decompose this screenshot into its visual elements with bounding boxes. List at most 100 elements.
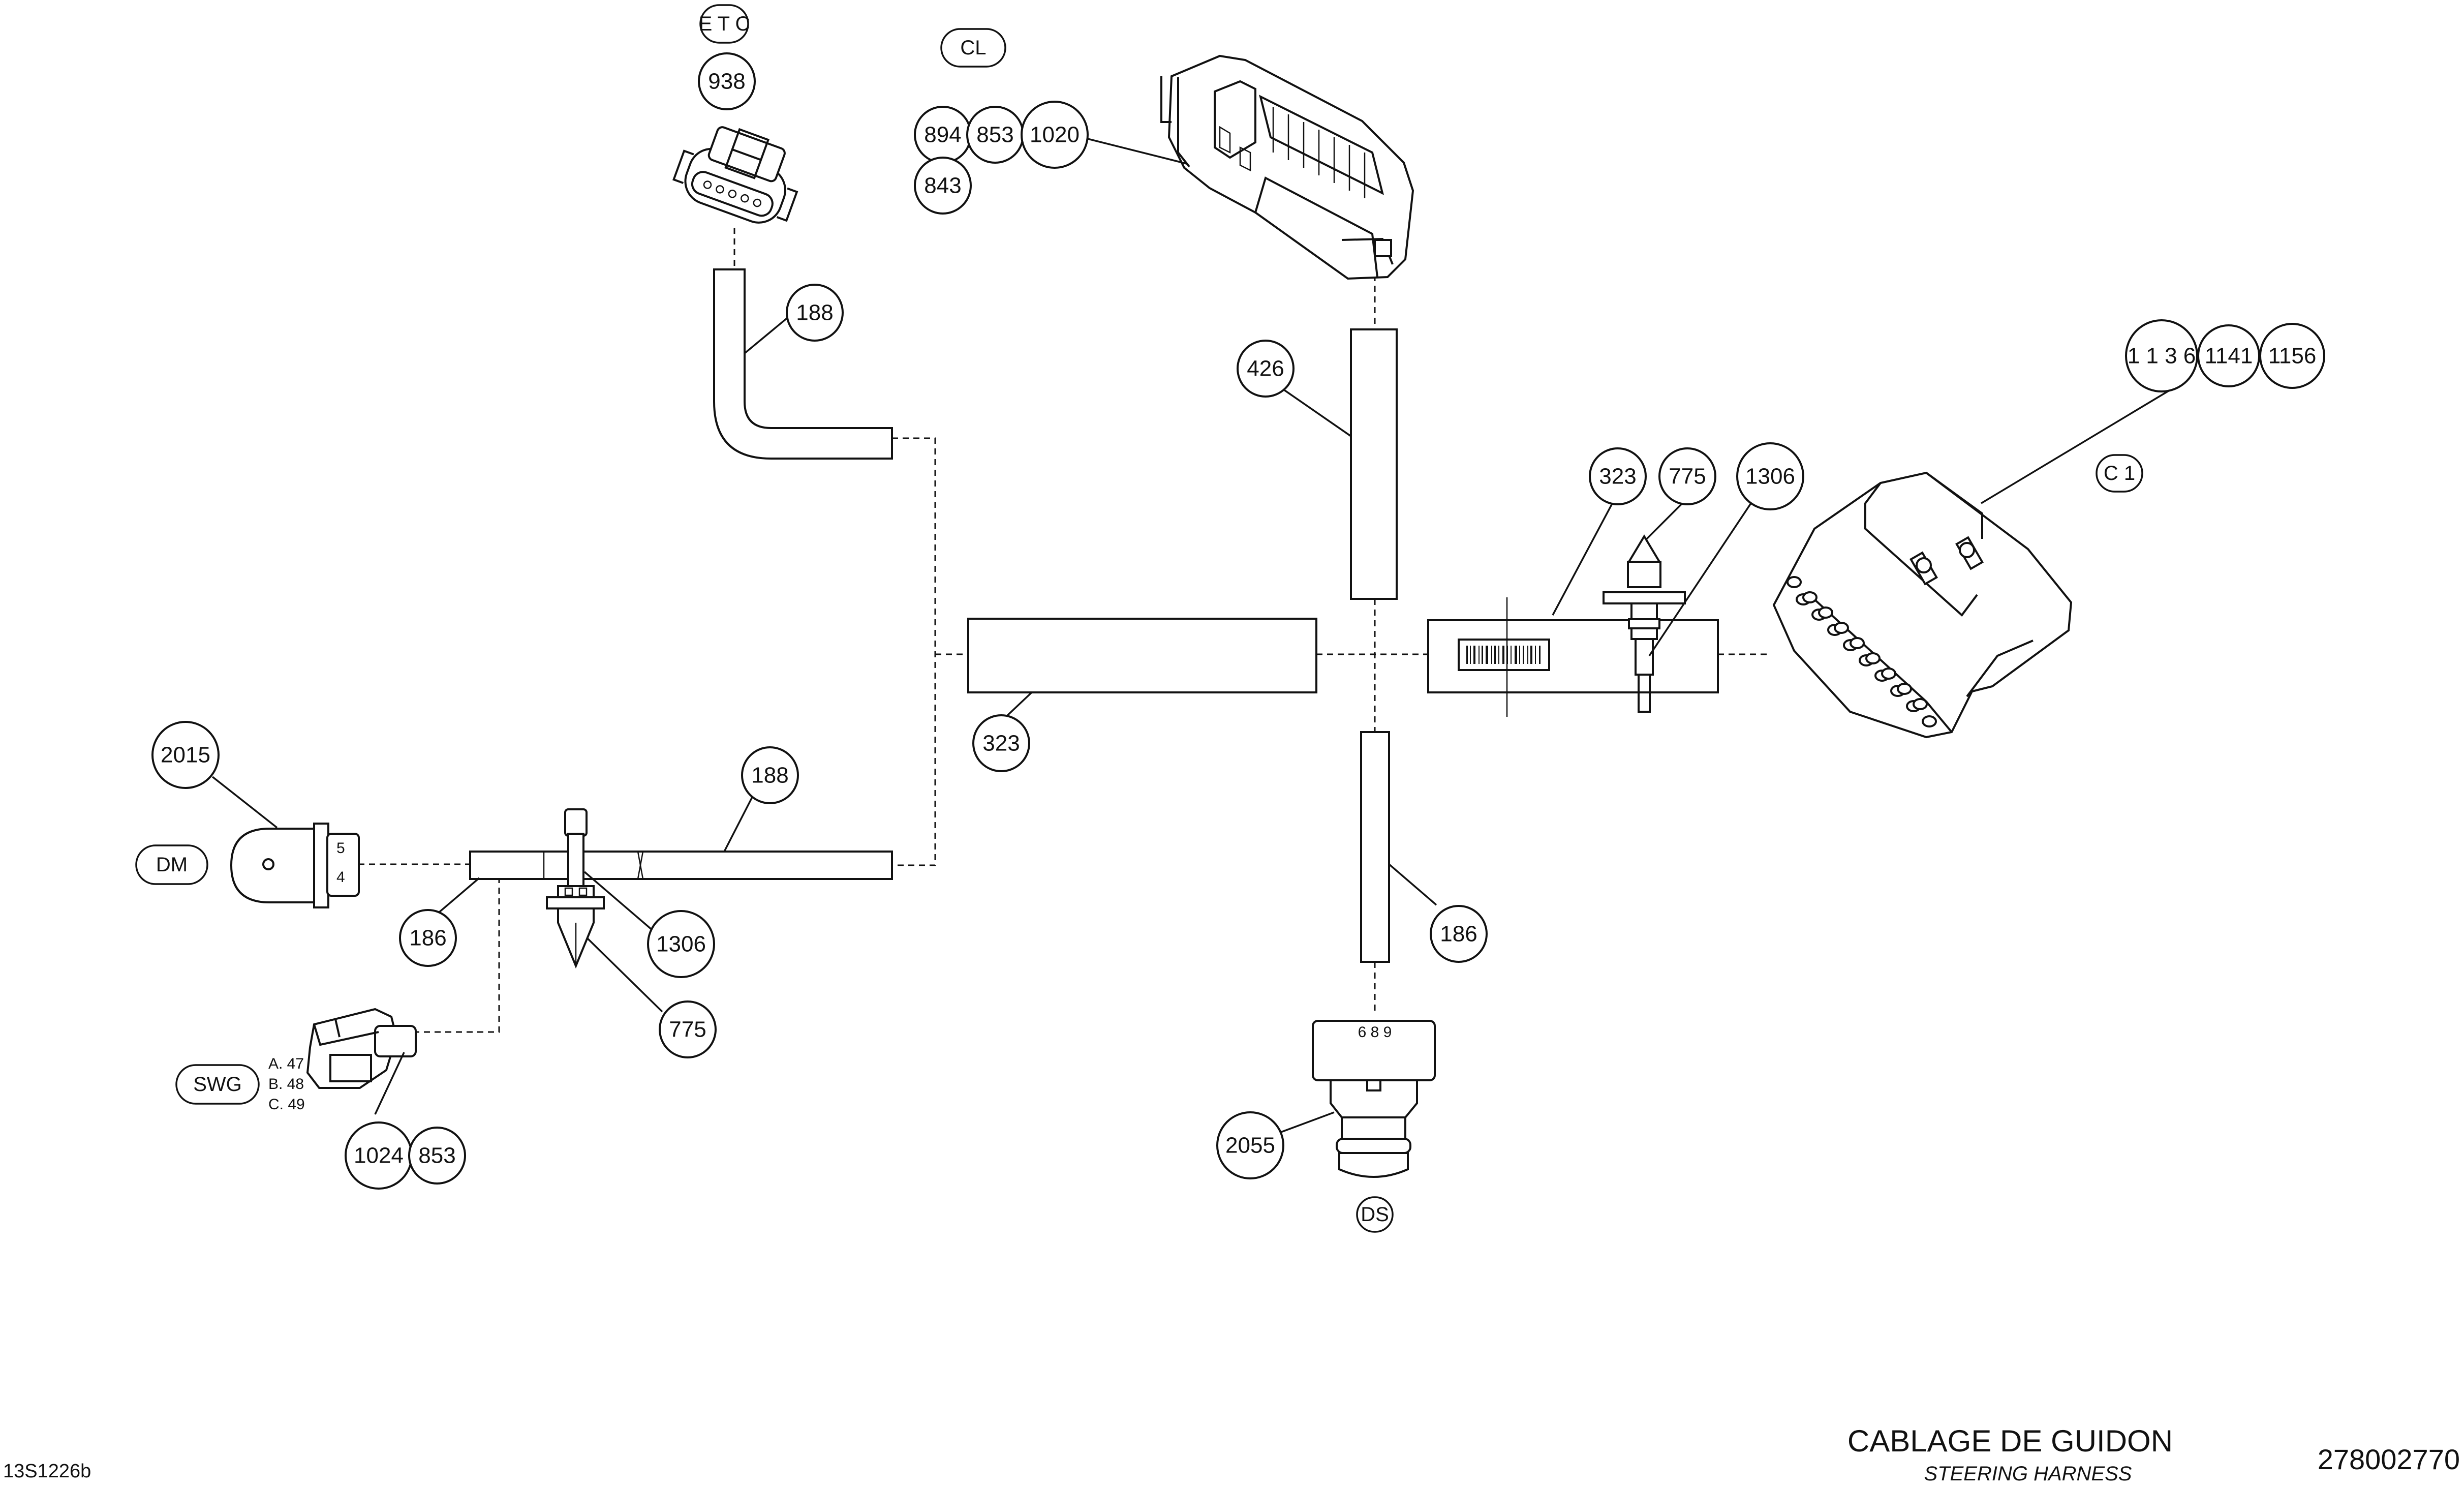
ds-sensor: 6 8 9 <box>1312 1020 1436 1178</box>
svg-text:1306: 1306 <box>1745 464 1795 489</box>
barcode-bar <box>1479 646 1480 664</box>
callout-853-upper: 853 <box>966 106 1024 164</box>
callout-894: 894 <box>914 106 972 164</box>
title-french: CABLAGE DE GUIDON <box>1847 1424 2173 1458</box>
c1-cavity <box>1897 683 1912 695</box>
svg-text:DM: DM <box>156 854 188 876</box>
barcode-bar <box>1523 646 1524 664</box>
callout-1306-right: 1306 <box>1736 442 1804 510</box>
callout-938: 938 <box>698 52 756 110</box>
svg-text:843: 843 <box>924 173 961 198</box>
leader-lines <box>211 135 2181 1135</box>
barcode-bar <box>1486 646 1488 664</box>
barcode-bar <box>1527 646 1528 664</box>
callout-1024: 1024 <box>345 1121 413 1190</box>
callout-2015: 2015 <box>151 721 220 789</box>
svg-text:2015: 2015 <box>161 743 210 768</box>
dm-connector: 5 4 <box>230 823 360 908</box>
svg-text:323: 323 <box>982 731 1020 756</box>
tag-dm: DM <box>135 844 208 885</box>
c1-cavity <box>1818 606 1833 619</box>
svg-text:323: 323 <box>1599 464 1636 489</box>
barcode-bar <box>1482 646 1483 664</box>
callout-323-center: 323 <box>972 714 1030 772</box>
barcode-bar <box>1491 646 1492 664</box>
tag-etc: E T C <box>699 4 750 44</box>
tube-188-upper <box>713 268 893 460</box>
swg-connector: A. 47 B. 48 C. 49 <box>268 1008 417 1113</box>
callout-323-right: 323 <box>1589 447 1647 505</box>
callout-775-right: 775 <box>1658 447 1716 505</box>
callout-843: 843 <box>914 157 972 215</box>
c1-cavity <box>1850 637 1865 649</box>
callout-1020: 1020 <box>1021 101 1089 169</box>
etc-connector <box>672 126 798 224</box>
callout-186-left: 186 <box>399 909 457 967</box>
svg-text:1024: 1024 <box>354 1143 404 1168</box>
c1-cavity <box>1834 622 1849 634</box>
drawing-code: 13S1226b <box>3 1461 91 1482</box>
svg-text:1141: 1141 <box>2205 344 2253 369</box>
main-trunk-323 <box>967 618 1317 693</box>
callout-188-left: 188 <box>741 746 799 804</box>
callout-426: 426 <box>1237 340 1295 398</box>
barcode-bar <box>1519 646 1520 664</box>
c1-cavity <box>1787 576 1802 588</box>
c1-cavity <box>1881 667 1896 680</box>
barcode-label <box>1458 597 1550 717</box>
svg-text:775: 775 <box>669 1017 706 1042</box>
c1-cavity <box>1922 715 1937 727</box>
c1-connector <box>1772 471 2073 739</box>
svg-text:1020: 1020 <box>1030 123 1080 147</box>
barcode-bar <box>1498 646 1499 664</box>
callout-775-left: 775 <box>659 1000 717 1058</box>
barcode-bar <box>1470 646 1471 664</box>
svg-text:C 1: C 1 <box>2104 462 2135 484</box>
barcode-bar <box>1511 646 1512 664</box>
svg-text:SWG: SWG <box>193 1073 242 1096</box>
tag-cl: CL <box>940 28 1006 68</box>
ds-pin-numbers: 6 8 9 <box>1358 1024 1392 1041</box>
callout-bubbles: 938 188 894 853 1020 843 426 323 775 130… <box>151 52 2325 1190</box>
svg-text:E T C: E T C <box>699 13 750 35</box>
callout-1141: 1141 <box>2197 324 2260 387</box>
svg-text:1 1 3 6: 1 1 3 6 <box>2128 344 2196 369</box>
barcode-bar <box>1466 646 1468 664</box>
swg-pin-a: A. 47 <box>268 1055 304 1072</box>
svg-text:894: 894 <box>924 123 961 147</box>
title-english: STEERING HARNESS <box>1924 1463 2132 1485</box>
svg-text:CL: CL <box>960 37 986 59</box>
callout-853-lower: 853 <box>408 1127 466 1185</box>
svg-text:188: 188 <box>751 763 788 788</box>
c1-cavity <box>1865 652 1881 664</box>
svg-text:2055: 2055 <box>1225 1133 1275 1158</box>
callout-186-right: 186 <box>1430 905 1488 963</box>
svg-text:186: 186 <box>409 926 446 951</box>
wire-routes <box>358 228 1769 1033</box>
svg-text:775: 775 <box>1669 464 1706 489</box>
dm-pin-4: 4 <box>336 869 345 886</box>
callout-1136: 1 1 3 6 <box>2125 319 2198 392</box>
callout-1306-left: 1306 <box>647 910 715 978</box>
tag-swg: SWG <box>175 1064 260 1105</box>
barcode-bar <box>1473 646 1475 664</box>
tube-188-186-left <box>469 851 893 880</box>
svg-text:1156: 1156 <box>2268 344 2317 369</box>
tube-426 <box>1350 328 1398 600</box>
barcode-bar <box>1494 646 1496 664</box>
callout-188-upper: 188 <box>786 284 844 342</box>
c1-cavity <box>1802 591 1818 603</box>
tag-c1: C 1 <box>2096 454 2143 493</box>
svg-text:186: 186 <box>1440 922 1477 947</box>
c1-cavity <box>1913 698 1928 710</box>
callout-1156: 1156 <box>2259 323 2325 389</box>
callout-2055: 2055 <box>1216 1111 1284 1179</box>
svg-text:853: 853 <box>418 1143 455 1168</box>
barcode-bar <box>1502 646 1504 664</box>
barcode-bar <box>1530 646 1532 664</box>
barcode-bar <box>1535 646 1536 664</box>
title-block: 13S1226b CABLAGE DE GUIDON STEERING HARN… <box>3 1424 2460 1485</box>
svg-text:938: 938 <box>708 69 745 94</box>
svg-text:853: 853 <box>976 123 1013 147</box>
